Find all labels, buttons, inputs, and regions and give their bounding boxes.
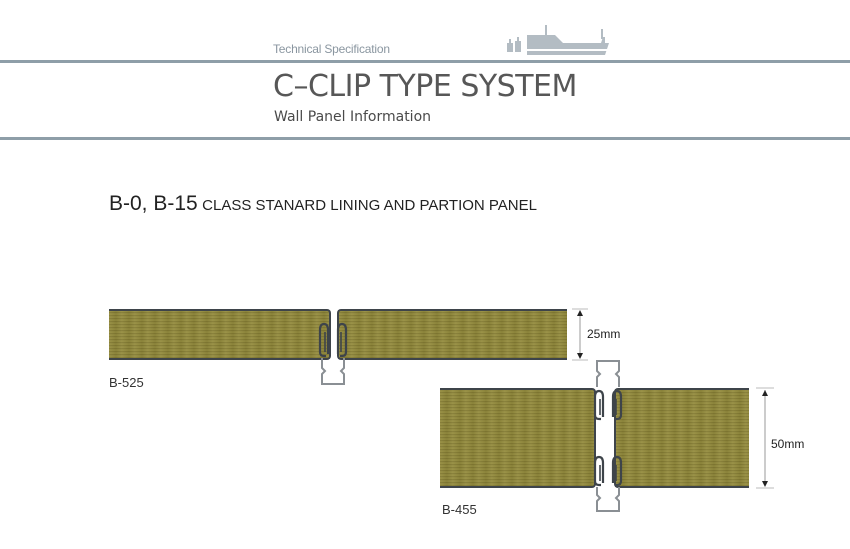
c-clip-icon: [318, 322, 348, 385]
section-heading-text: CLASS STANARD LINING AND PARTION PANEL: [202, 197, 537, 214]
thickness-label: 25mm: [587, 327, 621, 341]
ship-icon: [507, 25, 609, 55]
panel-left: [109, 309, 331, 360]
panel-code-label: B-455: [442, 502, 477, 517]
c-clip-icon: [593, 360, 623, 512]
panel-left: [440, 388, 596, 488]
dimension-arrow-25mm: [572, 308, 588, 361]
panel-right: [337, 309, 567, 360]
header-top-rule: [0, 60, 850, 63]
panel-code-label: B-525: [109, 375, 144, 390]
page-title: C–CLIP TYPE SYSTEM: [273, 69, 577, 104]
document-category-label: Technical Specification: [273, 42, 390, 56]
section-heading-class: B-0, B-15: [109, 192, 198, 215]
panel-right: [614, 388, 749, 488]
section-heading: B-0, B-15 CLASS STANARD LINING AND PARTI…: [109, 192, 537, 216]
page-subtitle: Wall Panel Information: [274, 109, 432, 125]
thickness-label: 50mm: [771, 437, 805, 451]
header-bottom-rule: [0, 137, 850, 140]
dimension-arrow-50mm: [756, 387, 774, 489]
